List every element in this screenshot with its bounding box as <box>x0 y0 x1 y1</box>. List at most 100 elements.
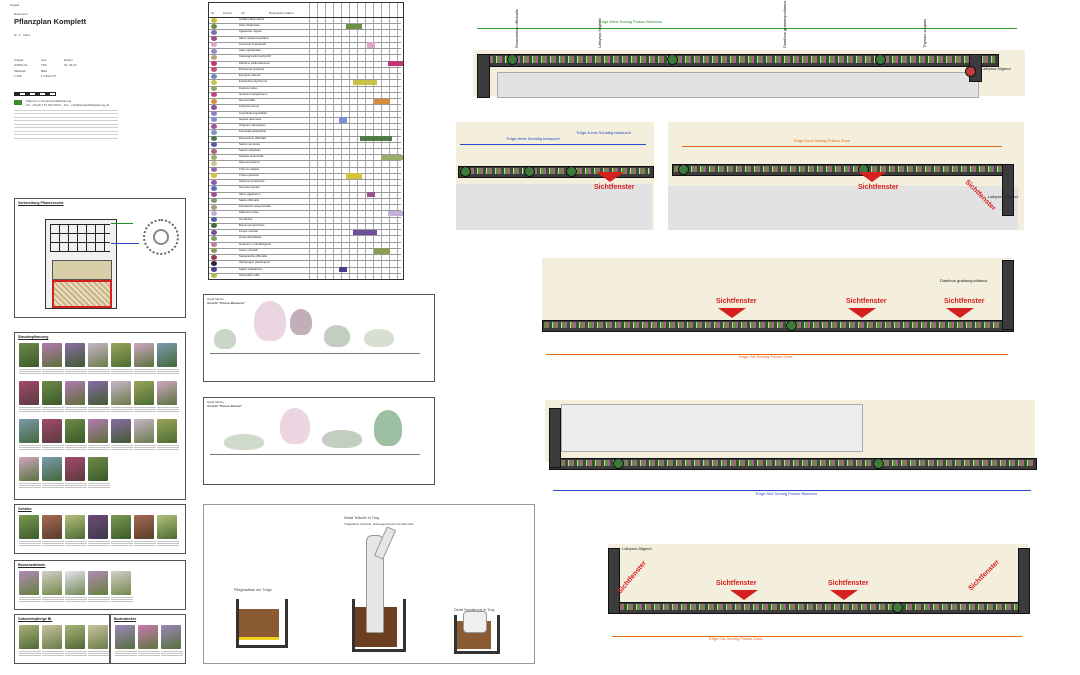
plan-2-building <box>456 184 652 230</box>
sketch-panel-1: Hand Skizze Ansicht "Pulsus Blumenu" <box>203 294 435 382</box>
cover-field-label: Projekt <box>14 58 24 62</box>
perennials-panel: Staudenpflanzung <box>14 332 186 500</box>
plant-photo <box>65 381 85 405</box>
plan-3-building <box>668 186 1018 230</box>
bloom-period-bar <box>367 42 375 48</box>
plant-photo <box>157 343 177 367</box>
plant-photo-caption <box>111 407 133 413</box>
woody-plants-title: Gehölze <box>18 507 32 511</box>
plan-2-tree-marker <box>460 166 471 177</box>
table-row: Veronica spicata <box>209 185 401 193</box>
table-row: Stipa tenuissima <box>209 160 401 168</box>
plant-name: Euphorbia polychroma <box>239 80 267 84</box>
table-row: Pennisetum alopecuroides <box>209 204 401 212</box>
plant-photo-caption <box>134 445 156 451</box>
plant-swatch <box>211 98 217 104</box>
groundcover-panel: Bodendecker <box>110 614 186 664</box>
table-row: Echinacea purpurea <box>209 67 401 75</box>
plant-photo <box>19 343 39 367</box>
table-row: Nepeta racemosa <box>209 117 401 125</box>
plant-photo-caption <box>19 445 41 451</box>
table-header-code: Kürzel <box>223 11 232 15</box>
plant-photo <box>134 419 154 443</box>
plant-photo-caption <box>134 369 156 375</box>
cover-field-label: Gez. <box>41 58 48 62</box>
compass-rose-icon <box>143 219 179 255</box>
plant-photo <box>134 381 154 405</box>
plant-name: Sesleria autumnalis <box>239 155 264 159</box>
sichtfenster-label: Sichtfenster <box>944 298 985 305</box>
company-name: Pflanzen und Landschaftsplanung <box>26 99 72 103</box>
table-row: Verbena bonariensis <box>209 179 401 187</box>
plant-name: Ophiopogon planiscapus <box>239 261 270 265</box>
plan-1-dim-label: Tröge West Sonnig Pulsus Blumenu <box>598 19 663 24</box>
bloom-period-bar <box>381 154 403 160</box>
plant-swatch <box>211 273 217 279</box>
plan-6-tree-marker <box>892 602 903 613</box>
plan-5-building <box>561 404 863 452</box>
plant-photo-caption <box>65 483 87 489</box>
plant-photo <box>19 419 39 443</box>
plant-swatch <box>211 123 217 129</box>
plan-1-label: Dianthus gratianopolitanus <box>782 0 787 48</box>
plant-photo-caption <box>88 541 110 547</box>
sichtfenster-icon <box>858 172 886 182</box>
plant-name: Nepeta racemosa <box>239 117 262 121</box>
plant-photo <box>19 515 39 539</box>
plan-6-dim-label: Tröge Ost Sonnig Pulsus Zone <box>708 636 763 641</box>
plant-swatch <box>211 210 217 216</box>
trough-plan-5: Tröge Süd Sonnig Pulsus Blumenu <box>545 400 1037 510</box>
plant-swatch <box>211 229 217 235</box>
plant-photo <box>88 625 108 649</box>
table-row: Iris sibirica <box>209 217 401 224</box>
plant-swatch <box>211 17 217 23</box>
table-header-nr: Nr. <box>211 11 215 15</box>
plant-photo <box>42 343 62 367</box>
plant-photo-caption <box>19 407 41 413</box>
bulbs-title: Blumenzwiebeln <box>18 563 46 567</box>
plan-6-trough-left <box>608 548 620 614</box>
table-row: Dianthus carthusianorum <box>209 61 403 68</box>
plan-5-tree-marker <box>613 458 624 469</box>
bloom-period-bar <box>367 192 375 198</box>
sketch-ground-line <box>210 454 420 455</box>
plant-photo-caption <box>88 407 110 413</box>
plant-name: Anemone hupehensis <box>239 42 267 46</box>
plant-photo <box>157 515 177 539</box>
plant-swatch <box>211 92 217 98</box>
plant-swatch <box>211 204 217 210</box>
detail-sheet: Detail Teilvolle in Trog Trögaufbau Subs… <box>203 504 535 664</box>
plant-name: Rosmarinus officinalis <box>239 136 267 140</box>
plant-name: Hosta sieboldiana <box>239 236 262 240</box>
table-row: Eryngium planum <box>209 73 401 81</box>
bloom-period-bar <box>360 136 392 142</box>
plant-swatch <box>211 223 217 229</box>
table-row: Festuca mairei <box>209 86 401 93</box>
bloom-period-bar <box>388 210 403 217</box>
plant-photo <box>88 571 108 595</box>
table-row: Thymus vulgaris <box>209 167 401 174</box>
table-row: Kalimeris incisa <box>209 210 403 218</box>
plant-name: Kalimeris incisa <box>239 211 259 215</box>
sichtfenster-label: Sichtfenster <box>846 298 887 305</box>
sichtfenster-label: Sichtfenster <box>594 184 635 191</box>
plan-5-tree-marker <box>873 458 884 469</box>
plant-photo <box>65 571 85 595</box>
plant-swatch <box>211 86 217 92</box>
plant-photo <box>111 419 131 443</box>
perennials-title: Staudenpflanzung <box>18 335 49 339</box>
plan-1-label: Thymus vulgaris <box>922 18 927 48</box>
table-row: Alchemilla mollis <box>209 273 401 279</box>
table-row: Agastache rugosa <box>209 29 401 37</box>
plant-swatch <box>211 254 217 260</box>
plant-name: Agastache rugosa <box>239 30 262 34</box>
cover-notes <box>14 110 118 140</box>
bloom-period-bar <box>353 229 377 235</box>
plant-photo-caption <box>111 541 133 547</box>
sketch-shrub <box>290 309 312 335</box>
sketch-shrub <box>364 329 394 347</box>
plan-1-dim-line <box>477 28 1017 29</box>
sketch-panel-2: Hand Skizze Ansicht "Pulsus Breeze" <box>203 397 435 485</box>
sketch-1-title: Ansicht "Pulsus Blumenu" <box>207 301 246 305</box>
plan-2-dim-line <box>460 144 646 145</box>
